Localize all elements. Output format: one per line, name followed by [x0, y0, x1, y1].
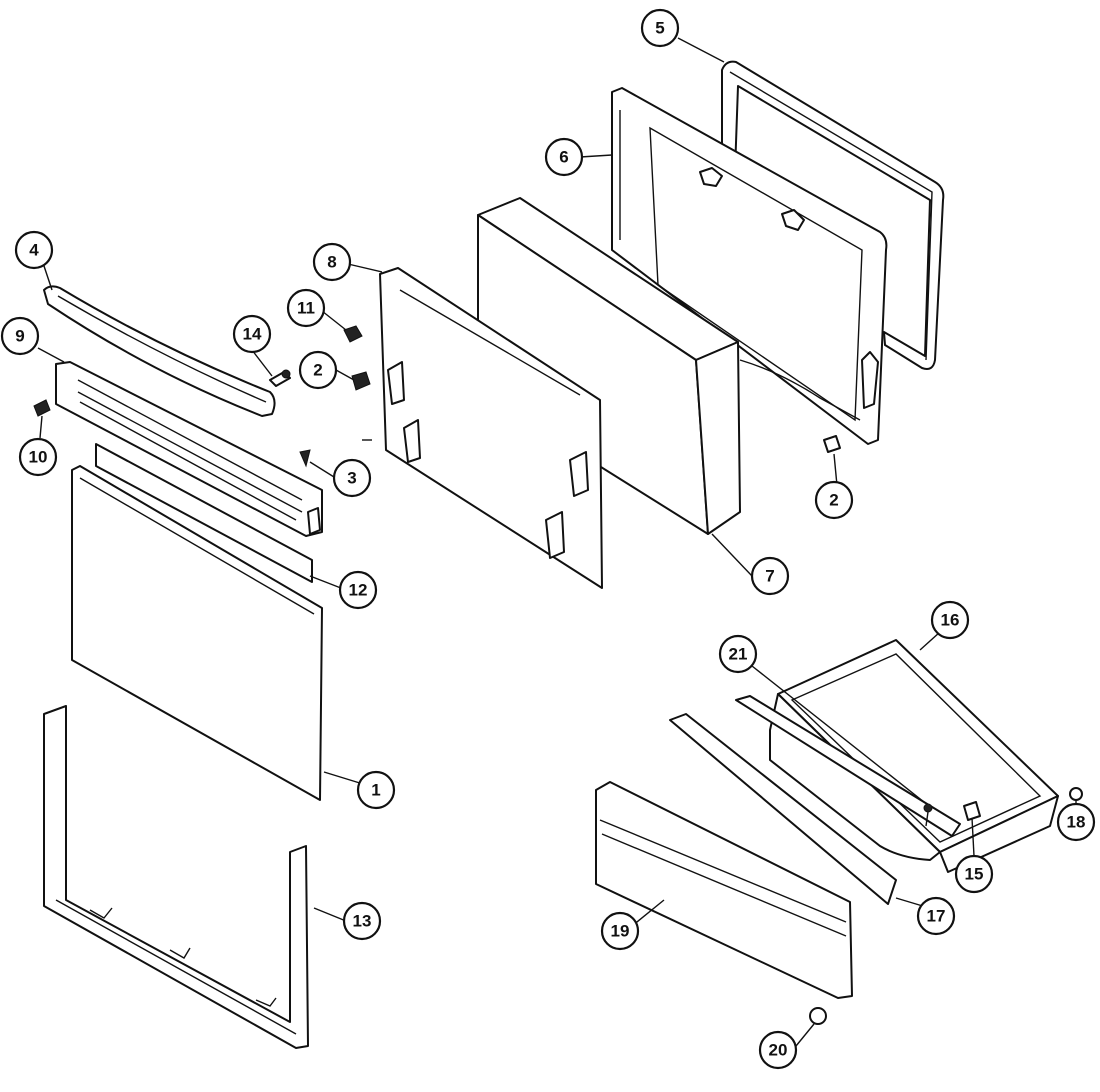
callout-15: 15 — [954, 854, 994, 894]
part-2-clip-right — [823, 435, 841, 453]
callout-2: 2 — [298, 350, 338, 390]
callout-21: 21 — [718, 634, 758, 674]
callout-19-label: 19 — [611, 922, 630, 941]
part-12-trim-strip — [95, 443, 313, 583]
callout-12: 12 — [338, 570, 378, 610]
part-1-outer-door-panel — [71, 465, 323, 801]
part-14-screw — [269, 369, 291, 387]
callout-2-label: 2 — [313, 361, 322, 380]
callout-3: 3 — [332, 458, 372, 498]
part-7-insulation-block — [477, 197, 741, 535]
callout-20: 20 — [758, 1030, 798, 1070]
callout-16: 16 — [930, 600, 970, 640]
part-15-clip — [963, 801, 981, 821]
callout-13-label: 13 — [353, 912, 372, 931]
callout-15-label: 15 — [965, 865, 984, 884]
callout-10: 10 — [18, 437, 58, 477]
callout-17: 17 — [916, 896, 956, 936]
callout-2: 2 — [814, 480, 854, 520]
callout-20-label: 20 — [769, 1041, 788, 1060]
callout-4-label: 4 — [29, 241, 39, 260]
callout-8: 8 — [312, 242, 352, 282]
callout-4: 4 — [14, 230, 54, 270]
part-5-door-gasket — [721, 60, 945, 370]
callout-5-label: 5 — [655, 19, 664, 38]
callout-1-label: 1 — [371, 781, 380, 800]
callout-11: 11 — [286, 288, 326, 328]
callout-18-label: 18 — [1067, 813, 1086, 832]
callout-17-label: 17 — [927, 907, 946, 926]
leader-lines — [37, 37, 1077, 1047]
callout-5: 5 — [640, 8, 680, 48]
callout-3-label: 3 — [347, 469, 356, 488]
callout-10-label: 10 — [29, 448, 48, 467]
part-20-bumper — [809, 1007, 827, 1025]
callout-11-label: 11 — [297, 299, 315, 318]
callout-8-label: 8 — [327, 253, 336, 272]
part-8-door-liner-panel — [379, 267, 603, 589]
part-19-drawer-front — [595, 781, 853, 999]
callout-13: 13 — [342, 901, 382, 941]
callout-7: 7 — [750, 556, 790, 596]
part-3-screw — [299, 449, 311, 468]
part-21-screw — [923, 803, 933, 827]
part-13-door-frame — [43, 705, 309, 1049]
callout-19: 19 — [600, 911, 640, 951]
callout-labels: 1 2 2 3 4 5 6 7 8 9 10 11 12 13 14 15 16… — [0, 8, 1096, 1070]
callout-14: 14 — [232, 314, 272, 354]
part-2-clip-left — [351, 371, 371, 391]
callout-9-label: 9 — [15, 327, 24, 346]
part-11-nut — [343, 325, 363, 343]
callout-18: 18 — [1056, 802, 1096, 842]
callout-6-label: 6 — [559, 148, 568, 167]
callout-2-label: 2 — [829, 491, 838, 510]
part-6-inner-door-panel — [611, 87, 888, 445]
callout-12-label: 12 — [349, 581, 368, 600]
part-9-vent-trim — [55, 361, 323, 537]
callout-14-label: 14 — [243, 325, 262, 344]
part-4-door-handle — [43, 285, 276, 417]
part-16-drawer-body — [735, 639, 1059, 873]
callout-6: 6 — [544, 137, 584, 177]
callout-7-label: 7 — [765, 567, 774, 586]
part-18-knob — [1069, 787, 1083, 801]
callout-9: 9 — [0, 316, 40, 356]
part-10-screw — [33, 399, 51, 417]
callout-1: 1 — [356, 770, 396, 810]
callout-21-label: 21 — [729, 645, 748, 664]
callout-16-label: 16 — [941, 611, 960, 630]
part-17-drawer-rail — [669, 713, 897, 905]
